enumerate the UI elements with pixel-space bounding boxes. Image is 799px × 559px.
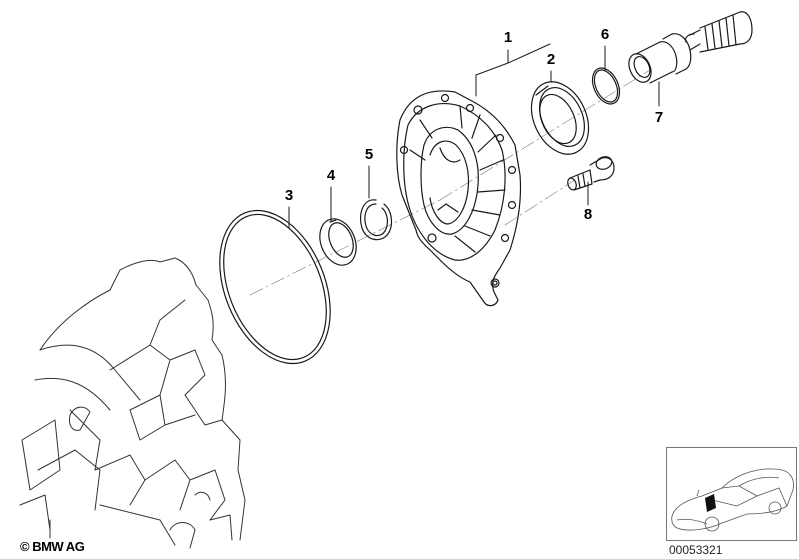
callout-6[interactable]: 6 [600, 26, 610, 43]
callout-4[interactable]: 4 [326, 167, 336, 184]
location-highlight [705, 494, 716, 512]
callout-1[interactable]: 1 [503, 29, 513, 46]
transmission-housing [19, 257, 246, 549]
leader-lines [288, 43, 660, 229]
part-5-circlip [359, 199, 393, 241]
car-outline-icon [671, 468, 794, 532]
assembly-axis [249, 69, 651, 296]
vehicle-location-thumbnail [666, 447, 797, 541]
callout-3[interactable]: 3 [284, 187, 294, 204]
diagram-number: 00053321 [669, 543, 723, 557]
part-1-pump-housing [396, 90, 522, 307]
part-4-shim-ring [319, 218, 357, 266]
part-7-input-shaft [628, 11, 753, 84]
callout-8[interactable]: 8 [583, 206, 593, 223]
callout-5[interactable]: 5 [364, 146, 374, 163]
callout-2[interactable]: 2 [546, 51, 556, 68]
callout-7[interactable]: 7 [654, 109, 664, 126]
part-3-large-o-ring [219, 209, 331, 365]
part-6-small-o-ring [591, 67, 621, 105]
part-8-bolt [567, 156, 615, 191]
part-2-shaft-seal [530, 81, 590, 155]
copyright-label: © BMW AG [20, 539, 85, 554]
